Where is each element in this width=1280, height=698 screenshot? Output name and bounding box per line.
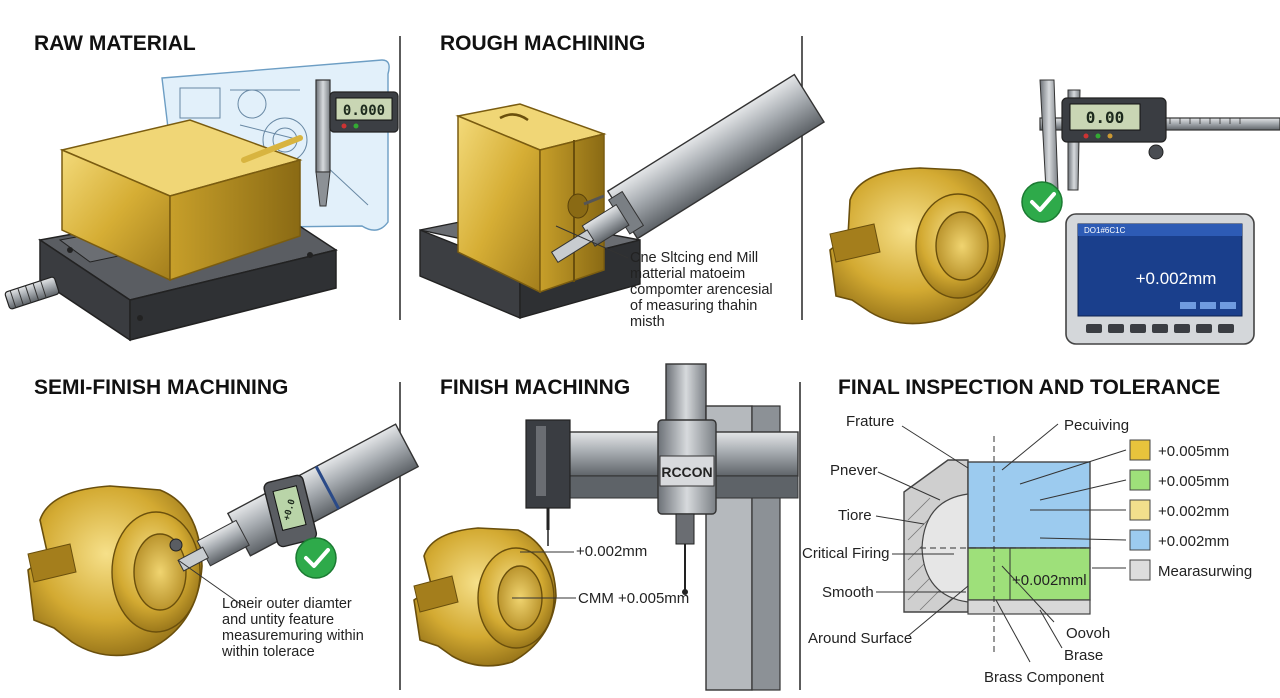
cmm-machine: RCCON [525, 363, 799, 691]
cross-section: +0.002mml [903, 436, 1091, 652]
label-frature: Frature [846, 413, 894, 430]
label-oovoh: Oovoh [1066, 625, 1110, 642]
probe-tip [169, 538, 183, 552]
legend-text-2: +0.005mm [1158, 473, 1229, 490]
final-leaders [875, 423, 1127, 663]
label-tiore: Tiore [838, 507, 872, 524]
legend-text-4: +0.002mm [1158, 533, 1229, 550]
label-around-surface: Around Surface [808, 630, 912, 647]
label-brase: Brase [1064, 647, 1103, 664]
check-icon [1030, 192, 1056, 212]
label-critical-firing: Critical Firing [802, 545, 890, 562]
check-icon-semi [304, 548, 330, 568]
vise-screw [4, 276, 60, 310]
legend-swatch-4 [1129, 529, 1151, 551]
semi-note: Loneir outer diamter and untity feature … [221, 596, 368, 660]
check-badge-semi [295, 537, 337, 579]
label-smooth: Smooth [822, 584, 874, 601]
rough-note: Cne Sltcing end Mill matterial matoeim c… [630, 250, 777, 330]
legend-text-1: +0.005mm [1158, 443, 1229, 460]
legend-swatch-3 [1129, 499, 1151, 521]
check-badge-top [1021, 181, 1063, 223]
legend-text-3: +0.002mm [1158, 503, 1229, 520]
panel-raw-material: RAW MATERIAL [4, 32, 399, 342]
brass-part-finish [413, 527, 557, 667]
tolerance-legend: +0.005mm +0.005mm +0.002mm +0.002mm Mear… [1129, 439, 1252, 581]
brass-part-semi [27, 485, 203, 657]
brass-block [59, 119, 303, 282]
label-pnever: Pnever [830, 462, 878, 479]
screen-header: DO1#6C1C [1084, 226, 1126, 235]
caliper-top-readout: 0.00 [1086, 108, 1125, 127]
panel-title-finish: FINISH MACHINNG [440, 376, 630, 399]
screen-value: +0.002mm [1136, 269, 1217, 288]
panel-final-inspection: FINAL INSPECTION AND TOLERANCE +0.002mml [802, 376, 1252, 686]
semi-leader-line [177, 559, 247, 609]
label-pecuiving: Pecuiving [1064, 417, 1129, 434]
finish-tolerance-2: CMM +0.005mm [578, 590, 689, 607]
caliper-top: 0.00 [1039, 79, 1280, 191]
pointer-rod [241, 135, 303, 163]
panel-title-final: FINAL INSPECTION AND TOLERANCE [838, 376, 1220, 399]
panel-title-semi: SEMI-FINISH MACHINING [34, 376, 288, 399]
panel-rough-machining: ROUGH MACHINING Cne Sltcing end Mill [419, 32, 825, 330]
panel-title-rough: ROUGH MACHINING [440, 32, 645, 55]
inner-tolerance: +0.002mml [1012, 572, 1087, 589]
caliper-raw: 0.000 [315, 79, 399, 207]
semi-gauge: +0.0 [263, 474, 318, 548]
caliper-raw-readout: 0.000 [343, 103, 385, 119]
rough-brass-block [455, 103, 607, 294]
rough-leader-line [555, 225, 629, 259]
end-mill-tip [583, 194, 605, 206]
inspection-monitor: DO1#6C1C +0.002mm [1065, 213, 1255, 345]
brass-part-top [829, 167, 1006, 325]
finish-tolerance-1: +0.002mm [576, 543, 647, 560]
label-brass-component: Brass Component [984, 669, 1105, 686]
cmm-brand-label: RCCON [661, 464, 712, 480]
legend-swatch-5 [1129, 559, 1151, 581]
panel-semi-finish: SEMI-FINISH MACHINING +0.0 [27, 376, 420, 660]
panel-title-raw: RAW MATERIAL [34, 32, 196, 55]
panel-finish: RCCON FINISH MACHINNG +0.002mm CMM +0.00… [413, 363, 799, 691]
legend-text-5: Mearasurwing [1158, 563, 1252, 580]
legend-swatch-1 [1129, 439, 1151, 461]
panel-inspection-top: 0.00 DO1#6C1C +0.002mm [829, 79, 1280, 345]
legend-swatch-2 [1129, 469, 1151, 491]
